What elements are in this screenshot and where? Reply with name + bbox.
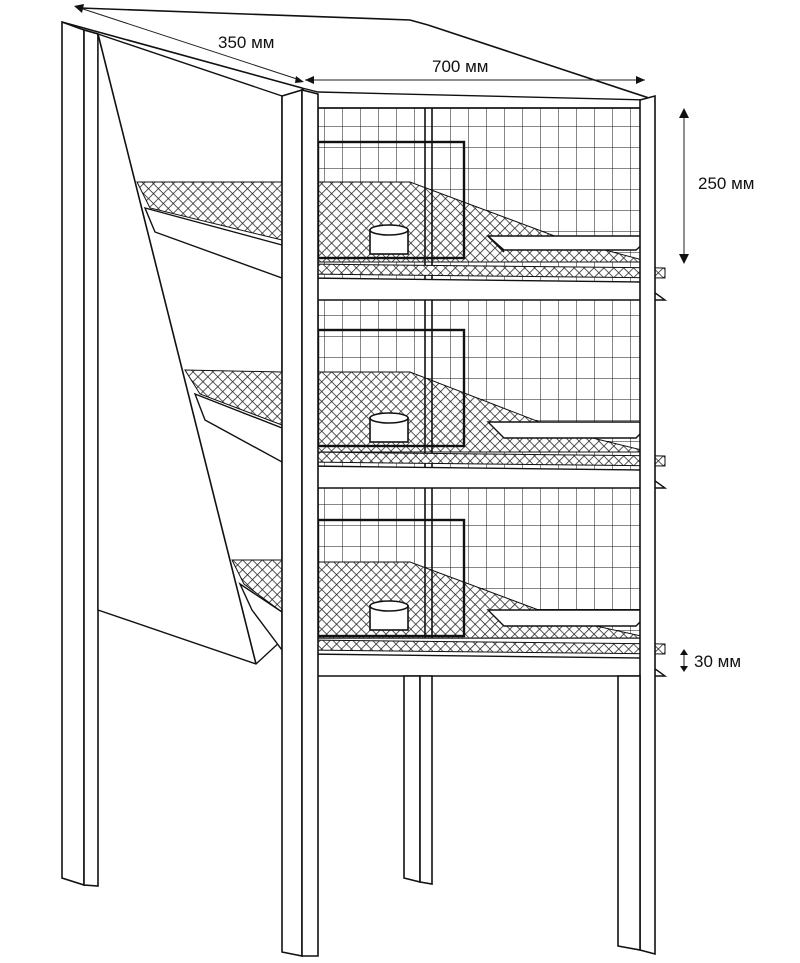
gap-label: 30 мм xyxy=(694,652,741,671)
feeders xyxy=(486,235,654,627)
front-right-post xyxy=(639,94,656,956)
dropping-trays xyxy=(305,263,668,677)
middle-legs xyxy=(403,675,641,951)
width-label: 700 мм xyxy=(432,57,488,76)
depth-dimension: 350 мм xyxy=(74,4,304,83)
gap-dimension: 30 мм xyxy=(680,649,741,672)
width-dimension: 700 мм xyxy=(305,57,645,84)
height-dimension: 250 мм xyxy=(679,108,754,264)
water-bowl-3 xyxy=(369,600,409,631)
left-side-panel xyxy=(97,33,283,665)
water-bowls xyxy=(369,224,409,631)
water-bowl-2 xyxy=(369,412,409,443)
tier-height-label: 250 мм xyxy=(698,174,754,193)
depth-label: 350 мм xyxy=(218,33,274,52)
water-bowl-1 xyxy=(369,224,409,255)
front-left-post xyxy=(281,88,319,957)
back-left-post xyxy=(61,20,99,887)
